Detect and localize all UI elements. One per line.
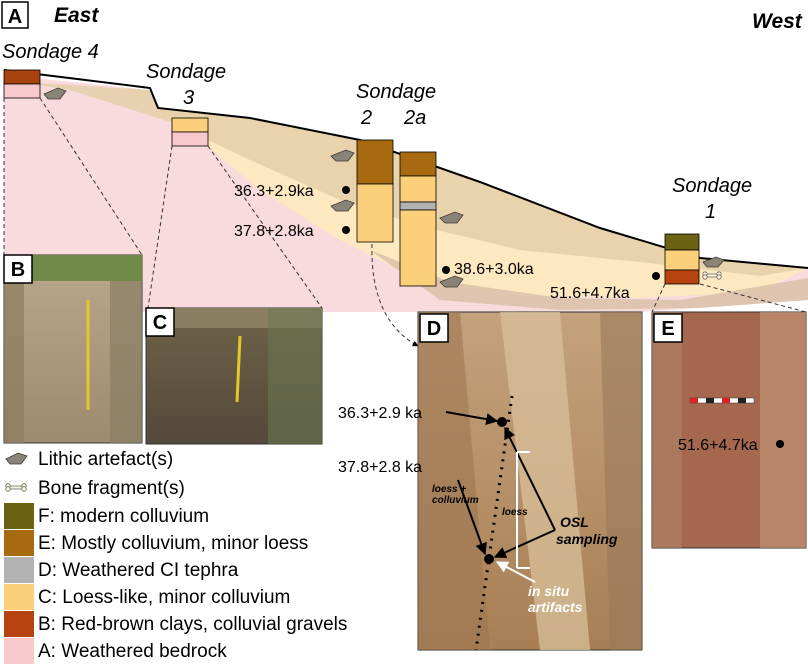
legend-unit-a: A: Weathered bedrock	[4, 638, 227, 664]
panel-letter-b: B	[11, 259, 25, 281]
legend-unit-label: E: Mostly colluvium, minor loess	[38, 533, 308, 554]
bone-icon	[702, 271, 722, 280]
photo-b: B	[3, 254, 143, 444]
legend-lithic: Lithic artefact(s)	[5, 449, 173, 470]
bone-icon	[5, 483, 27, 492]
sondage-1-number: 1	[705, 201, 716, 223]
legend-unit-f: F: modern colluvium	[4, 503, 209, 529]
sondage-4-label: Sondage 4	[2, 41, 99, 63]
sondage-3-column	[171, 117, 209, 147]
legend-unit-label: C: Loess-like, minor colluvium	[38, 587, 290, 608]
label-loess-colluvium-2: colluvium	[432, 495, 479, 506]
sondage-4-column	[3, 69, 41, 99]
panel-letter-d: D	[427, 318, 441, 340]
photo-d-age-lower: 37.8+2.8 ka	[338, 459, 422, 476]
legend-unit-d: D: Weathered CI tephra	[4, 557, 239, 583]
legend-unit-e: E: Mostly colluvium, minor loess	[4, 530, 308, 556]
label-osl-sampling: OSL	[560, 514, 589, 530]
profile-panel: A East West Sondage 4 Sondage 3 Sondage …	[1, 1, 808, 347]
panel-letter-c: C	[153, 312, 167, 334]
sondage-3-label: Sondage	[146, 61, 226, 83]
lithic-icon	[5, 452, 28, 465]
label-loess: loess	[502, 507, 528, 518]
legend-unit-label: F: modern colluvium	[38, 506, 209, 527]
label-loess-colluvium: loess +	[432, 484, 466, 495]
connector-lines	[3, 97, 807, 347]
photo-e: 51.6+4.7ka E	[651, 311, 807, 549]
legend-unit-label: D: Weathered CI tephra	[38, 560, 239, 581]
osl-sample-dot	[442, 266, 450, 274]
label-in-situ-artifacts: in situ	[528, 583, 570, 599]
sondage-2a-number: 2a	[403, 107, 426, 129]
age-label-38-6: 38.6+3.0ka	[454, 261, 534, 278]
legend-unit-label: A: Weathered bedrock	[38, 641, 227, 662]
legend: Lithic artefact(s) Bone fragment(s) F: m…	[4, 449, 347, 664]
sondage-2-number: 2	[360, 107, 372, 129]
photo-d: D 36.3+2.9 ka 37.8+2.8 ka loess + colluv…	[338, 311, 643, 651]
age-label-36-3: 36.3+2.9ka	[234, 183, 314, 200]
sondage-2a-column	[399, 151, 437, 287]
legend-unit-c: C: Loess-like, minor colluvium	[4, 584, 290, 610]
photo-c: C	[145, 307, 323, 445]
photo-d-age-upper: 36.3+2.9 ka	[338, 405, 422, 422]
lithic-icon	[43, 87, 725, 288]
clay-unit	[370, 250, 808, 310]
age-label-51-6: 51.6+4.7ka	[550, 285, 630, 302]
age-label-37-8: 37.8+2.8ka	[234, 223, 314, 240]
sondage-3-number: 3	[183, 87, 194, 109]
legend-unit-b: B: Red-brown clays, colluvial gravels	[4, 611, 347, 637]
osl-sample-dot	[776, 440, 784, 448]
label-osl-sampling-2: sampling	[556, 531, 618, 547]
legend-lithic-label: Lithic artefact(s)	[38, 449, 173, 470]
sondage-1-column	[664, 233, 700, 285]
sondage-1-label: Sondage	[672, 175, 752, 197]
west-label: West	[752, 10, 803, 33]
photo-e-age: 51.6+4.7ka	[678, 437, 758, 454]
sondage-2-label: Sondage	[356, 81, 436, 103]
sondage-2-column	[356, 139, 394, 243]
east-label: East	[54, 4, 99, 27]
osl-sample-dot	[652, 272, 660, 280]
panel-letter-box	[1, 1, 29, 29]
panel-letter-a: A	[8, 6, 22, 28]
panel-letter-e: E	[661, 318, 674, 340]
legend-bone-label: Bone fragment(s)	[38, 478, 185, 499]
label-in-situ-artifacts-2: artifacts	[528, 599, 583, 615]
section-dotted-line	[474, 395, 514, 651]
legend-unit-label: B: Red-brown clays, colluvial gravels	[38, 614, 347, 635]
osl-sample-dot	[497, 417, 507, 427]
scale-bar	[689, 397, 755, 404]
osl-sample-dot	[342, 186, 350, 194]
osl-sample-dot	[342, 226, 350, 234]
legend-bone: Bone fragment(s)	[5, 478, 185, 499]
osl-sample-dot	[484, 554, 494, 564]
